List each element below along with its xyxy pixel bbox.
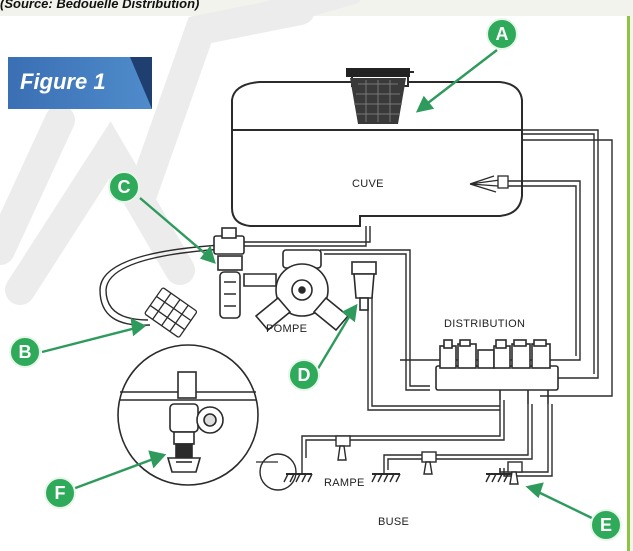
nozzle-label: BUSE [378, 516, 409, 528]
figure-title: Figure 1 [20, 69, 106, 95]
pump-label: POMPE [266, 323, 307, 335]
distribution-label: DISTRIBUTION [444, 318, 525, 330]
badge-b-letter: B [19, 342, 32, 362]
boom-and-nozzles [284, 436, 522, 484]
figure-tab-fold [130, 57, 152, 109]
badge-e: E [591, 510, 621, 540]
badge-e-letter: E [600, 515, 612, 535]
badge-a-letter: A [496, 24, 509, 44]
badge-c: C [109, 172, 139, 202]
badge-f: F [45, 478, 75, 508]
tank-label: CUVE [352, 178, 384, 190]
pump [244, 250, 348, 330]
main-filter [214, 228, 244, 318]
distribution-block [436, 340, 558, 404]
zoom-target-circle [260, 454, 296, 490]
badge-d-letter: D [298, 365, 311, 385]
figure-tab: Figure 1 [8, 57, 152, 109]
badge-d: D [289, 360, 319, 390]
badge-b: B [10, 337, 40, 367]
boom-label: RAMPE [324, 477, 365, 489]
badge-a: A [487, 19, 517, 49]
badge-c-letter: C [118, 177, 131, 197]
badge-f-letter: F [55, 483, 66, 503]
suction-strainer [144, 287, 197, 337]
